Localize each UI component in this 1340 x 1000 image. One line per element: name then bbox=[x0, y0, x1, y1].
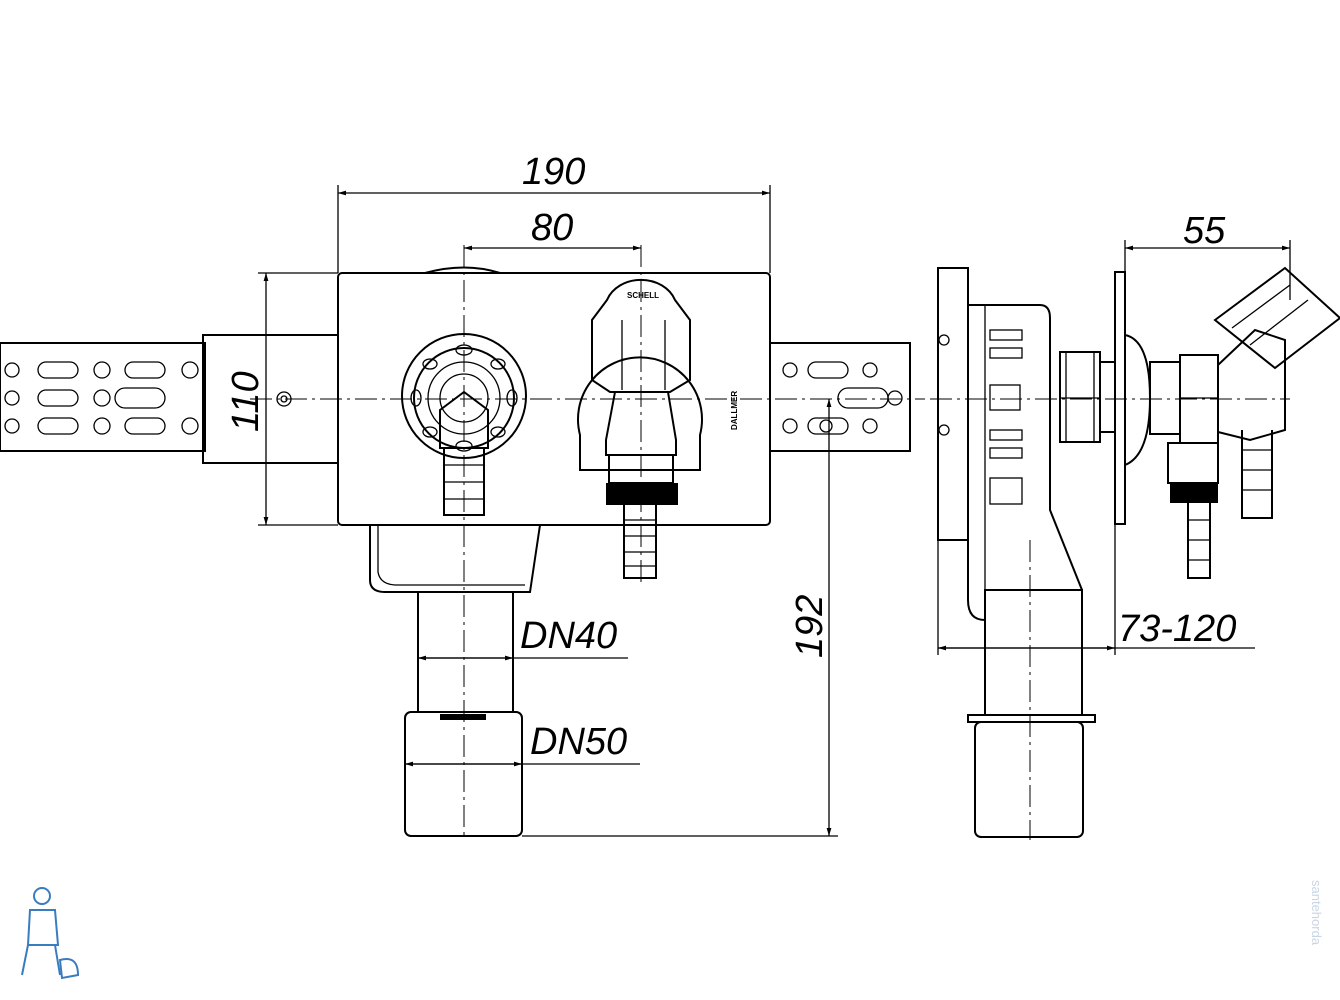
mounting-rail-right bbox=[769, 342, 911, 452]
dim-dn50: DN50 bbox=[530, 721, 627, 763]
water-valve: SCHELL bbox=[577, 278, 703, 579]
outlet-pipe-dn40 bbox=[417, 591, 514, 713]
dim-dn40: DN40 bbox=[520, 615, 617, 657]
valve-brand-label: SCHELL bbox=[627, 291, 659, 300]
watermark: santehorda bbox=[1309, 880, 1324, 946]
dimension-dn40: DN40 bbox=[418, 615, 628, 661]
plumber-logo bbox=[21, 887, 80, 980]
dim-width-total: 190 bbox=[522, 151, 585, 193]
dim-depth: 55 bbox=[1183, 210, 1226, 252]
dimension-190: 190 bbox=[337, 151, 771, 273]
box-brand-label: DALLMER bbox=[730, 391, 739, 430]
dim-height: 110 bbox=[225, 371, 267, 432]
dimension-110: 110 bbox=[225, 272, 338, 526]
front-view: SCHELL DALLMER bbox=[0, 245, 925, 840]
dim-wall-range: 73-120 bbox=[1118, 608, 1236, 650]
side-view bbox=[930, 266, 1340, 840]
dimension-192: 192 bbox=[522, 399, 838, 837]
dimension-73-120: 73-120 bbox=[937, 524, 1255, 655]
dim-spacing: 80 bbox=[531, 207, 573, 249]
dimension-80: 80 bbox=[464, 207, 641, 251]
dim-drop: 192 bbox=[789, 595, 831, 658]
dimension-dn50: DN50 bbox=[405, 721, 640, 767]
dimension-55: 55 bbox=[1124, 210, 1291, 300]
